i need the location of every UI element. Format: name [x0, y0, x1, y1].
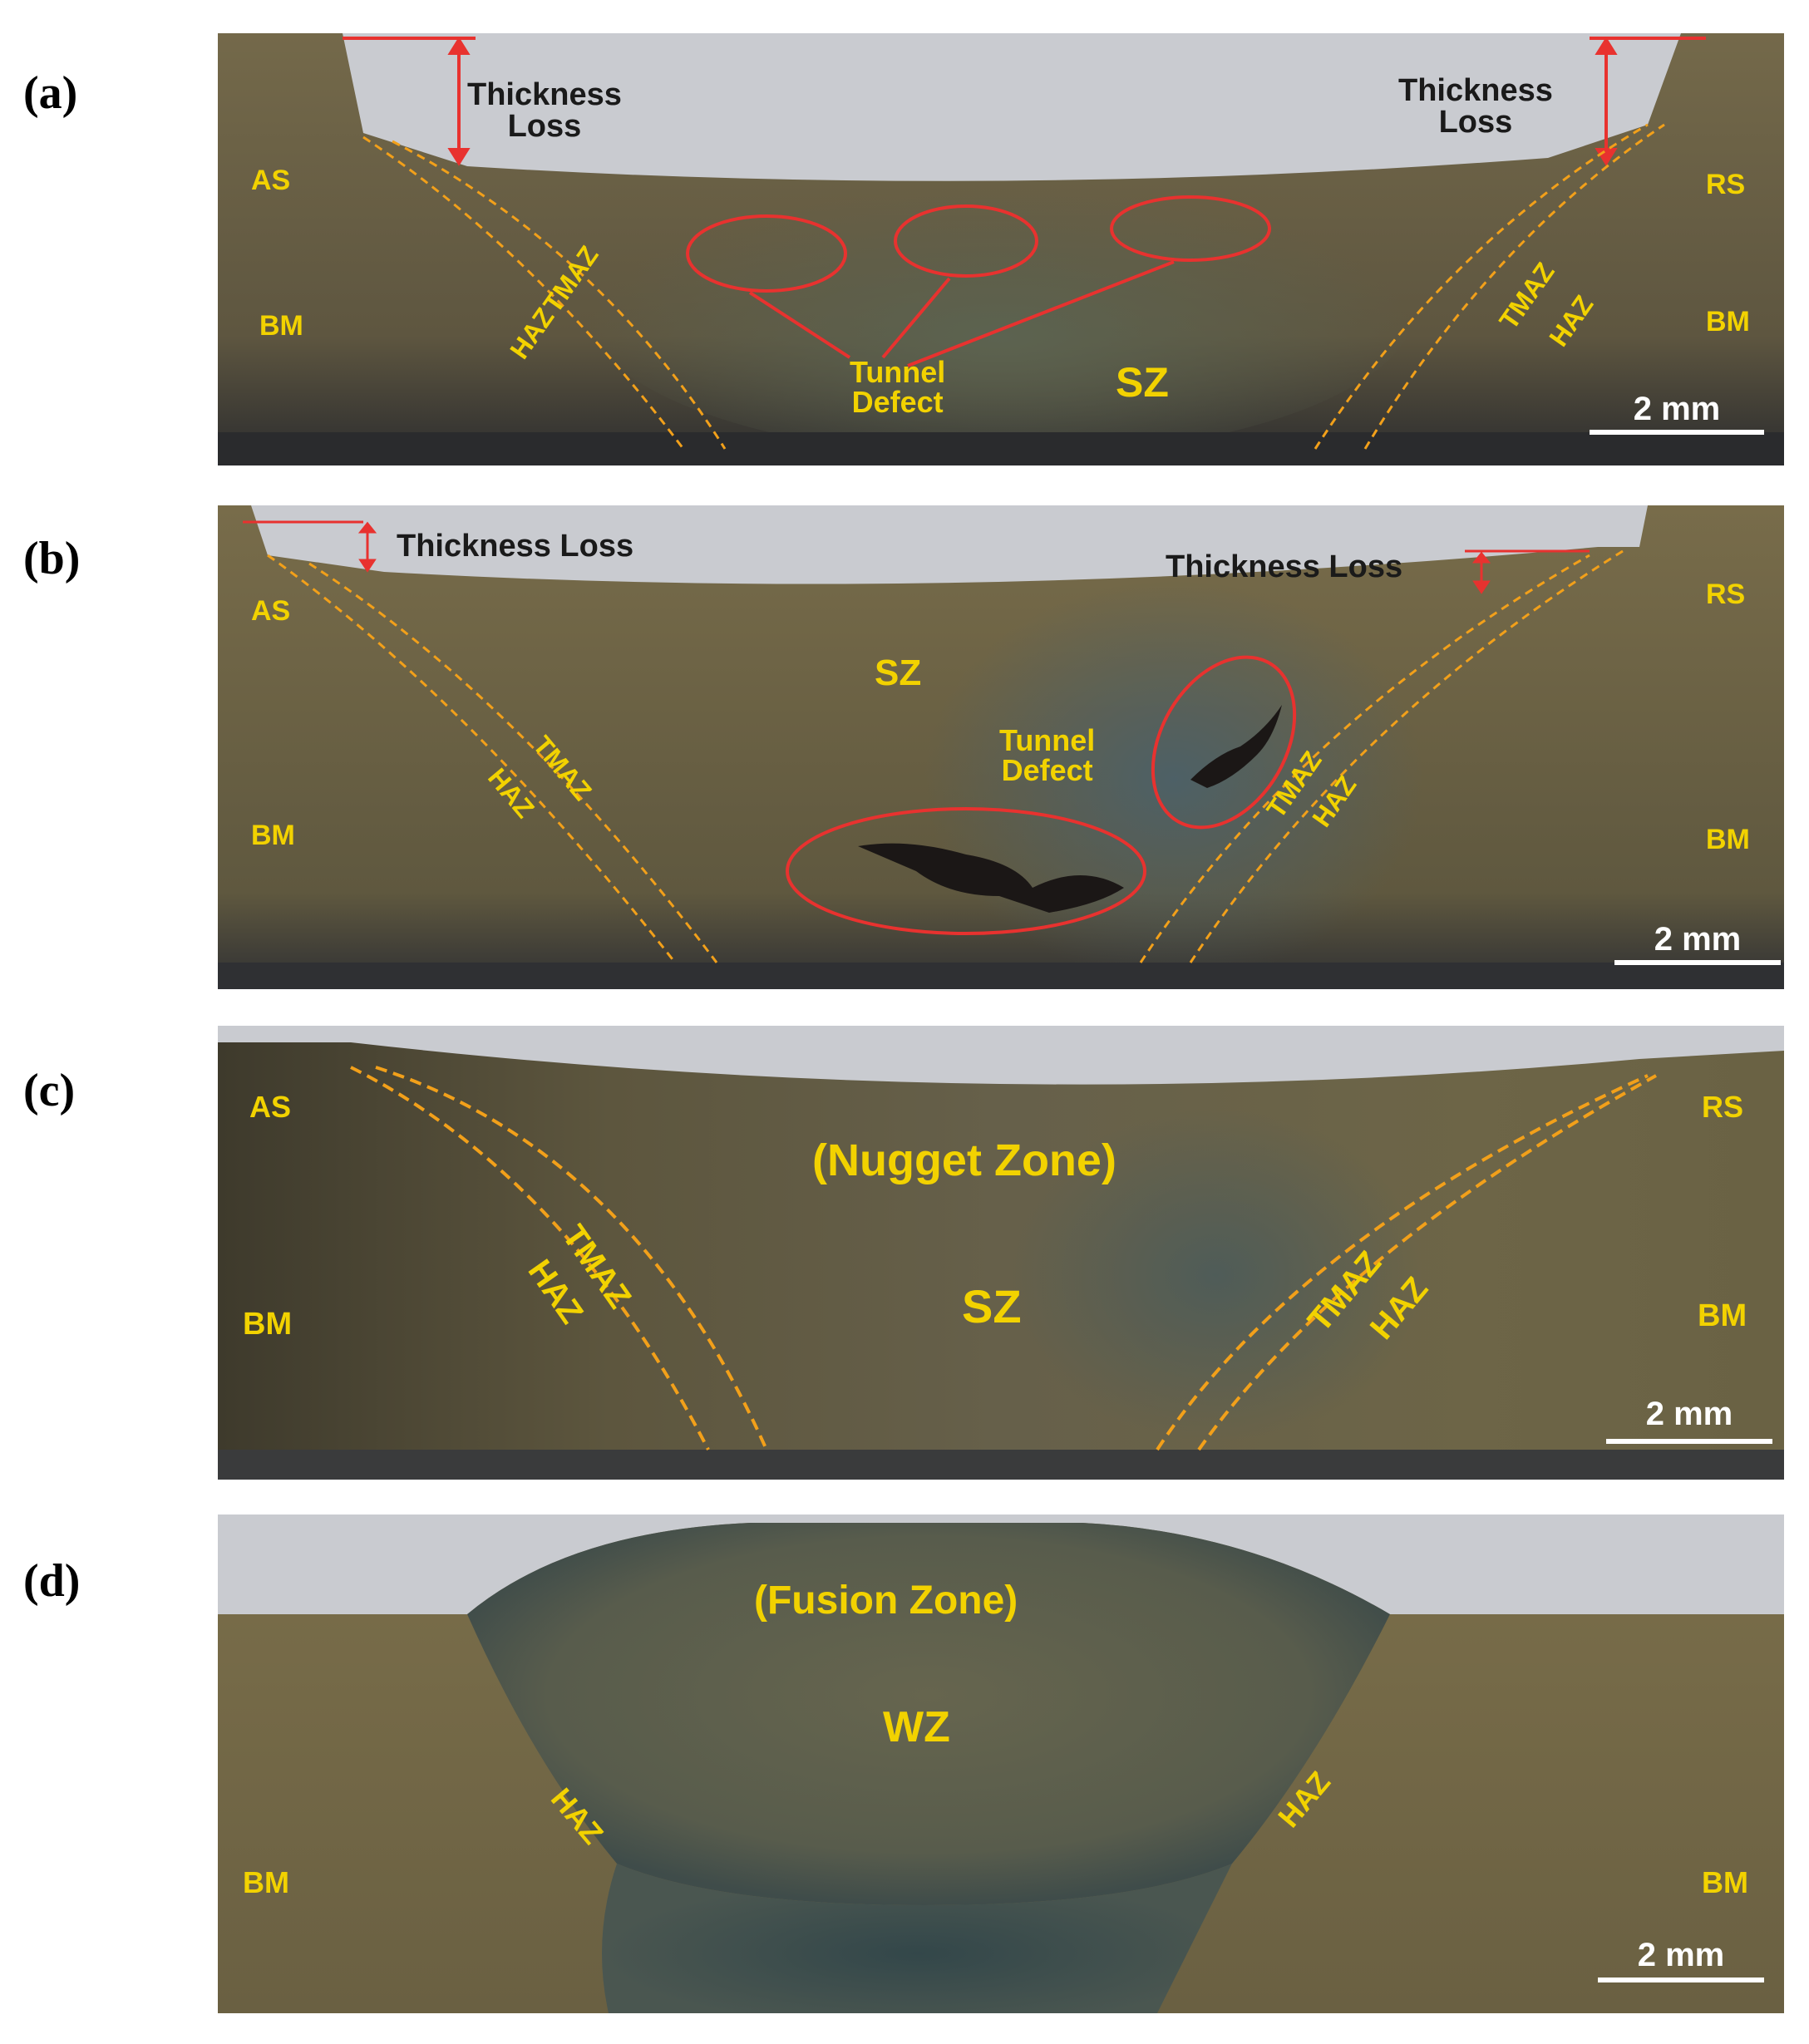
- panel-d: (Fusion Zone) WZ HAZ HAZ BM BM 2 mm: [218, 1515, 1784, 2013]
- sz-label: SZ: [1116, 359, 1169, 406]
- thickness-loss-label-right: Thickness Loss: [1166, 549, 1403, 584]
- thickness-loss-label-left: Thickness Loss: [397, 529, 634, 564]
- panel-d-micrograph: [218, 1515, 1784, 2013]
- scale-bar-label: 2 mm: [1633, 391, 1721, 427]
- scale-bar-b: 2 mm: [1614, 921, 1781, 958]
- scale-bar-c: 2 mm: [1606, 1396, 1772, 1433]
- scale-bar-label: 2 mm: [1645, 1396, 1733, 1432]
- nugget-zone-label: (Nugget Zone): [812, 1135, 1116, 1185]
- rs-label: RS: [1706, 169, 1746, 200]
- sz-label: SZ: [875, 653, 922, 693]
- panel-b-micrograph: [218, 505, 1784, 989]
- panel-a: Thickness Loss Thickness Loss AS RS BM B…: [218, 33, 1784, 465]
- panel-c: AS RS BM BM (Nugget Zone) SZ TMAZ HAZ TM…: [218, 1026, 1784, 1480]
- sz-label: SZ: [962, 1280, 1022, 1332]
- wz-label: WZ: [883, 1703, 950, 1751]
- panel-b: Thickness Loss Thickness Loss AS RS BM B…: [218, 505, 1784, 989]
- scale-bar-label: 2 mm: [1654, 921, 1742, 958]
- tunnel-defect-label: Tunnel Defect: [850, 355, 946, 419]
- bm-label-right: BM: [1702, 1865, 1748, 1899]
- bm-label-left: BM: [259, 310, 303, 342]
- rs-label: RS: [1702, 1090, 1744, 1124]
- thickness-loss-label-right: Thickness Loss: [1398, 73, 1553, 140]
- panel-label-b: (b): [23, 533, 81, 584]
- bm-label-right: BM: [1706, 306, 1750, 337]
- scale-bar-label: 2 mm: [1637, 1937, 1725, 1973]
- bm-label-left: BM: [243, 1307, 293, 1342]
- scale-bar-d: 2 mm: [1598, 1937, 1764, 1974]
- panel-a-micrograph: [218, 33, 1784, 465]
- as-label: AS: [251, 595, 291, 627]
- scale-bar-a: 2 mm: [1590, 391, 1764, 428]
- thickness-loss-label-left: Thickness Loss: [467, 77, 622, 144]
- panel-label-c: (c): [23, 1065, 76, 1116]
- tunnel-defect-label: Tunnel Defect: [999, 723, 1096, 787]
- as-label: AS: [251, 165, 291, 196]
- bm-label-right: BM: [1706, 824, 1750, 855]
- bm-label-left: BM: [251, 820, 295, 851]
- bm-label-left: BM: [243, 1865, 289, 1899]
- bm-label-right: BM: [1698, 1298, 1747, 1333]
- as-label: AS: [249, 1090, 292, 1124]
- panel-c-micrograph: [218, 1026, 1784, 1480]
- fusion-zone-label: (Fusion Zone): [754, 1579, 1018, 1623]
- rs-label: RS: [1706, 579, 1746, 610]
- panel-label-a: (a): [23, 67, 78, 119]
- panel-label-d: (d): [23, 1555, 81, 1607]
